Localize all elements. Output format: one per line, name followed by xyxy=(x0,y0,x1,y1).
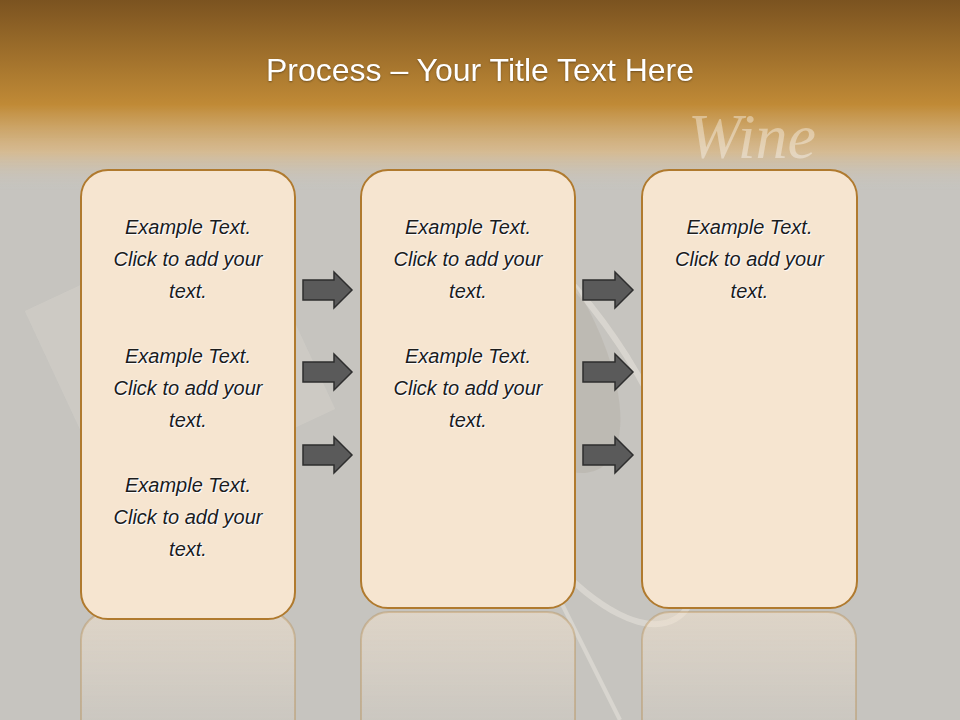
process-box: Example Text. Click to add your text. xyxy=(641,169,858,609)
watermark: Wine xyxy=(688,100,816,174)
box-text: Example Text. Click to add your text. xyxy=(383,211,553,307)
box-text: Example Text. Click to add your text. xyxy=(383,340,553,436)
block-arrow xyxy=(583,354,633,390)
box-text: Example Text. Click to add your text. xyxy=(103,211,273,307)
process-box: Example Text. Click to add your text. Exa… xyxy=(360,169,576,609)
box-text: Example Text. Click to add your text. xyxy=(103,340,273,436)
block-arrow xyxy=(583,437,633,473)
slide-title: Process – Your Title Text Here xyxy=(0,52,960,89)
box-reflection xyxy=(81,612,856,720)
block-arrow xyxy=(303,272,352,308)
process-box: Example Text. Click to add your text. Exa… xyxy=(80,169,296,620)
block-arrow xyxy=(303,354,352,390)
block-arrow xyxy=(303,437,352,473)
box-text: Example Text. Click to add your text. xyxy=(665,211,835,307)
box-text: Example Text. Click to add your text. xyxy=(103,469,273,565)
block-arrow xyxy=(583,272,633,308)
